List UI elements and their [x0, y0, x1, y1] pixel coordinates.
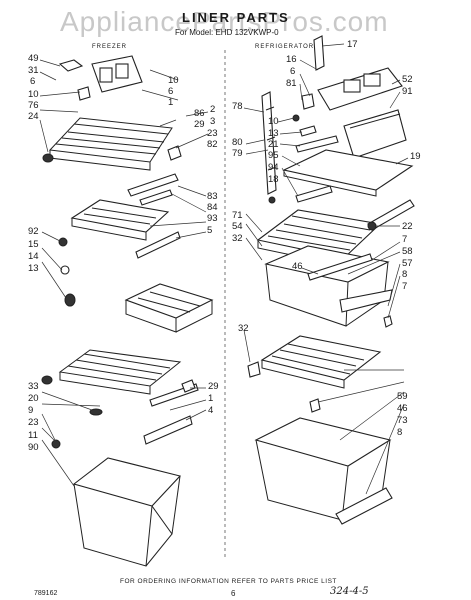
freezer-rail-lower	[143, 415, 193, 445]
callout-73: 73	[397, 415, 408, 426]
handwritten-note: 324-4-5	[330, 586, 369, 597]
freezer-basket	[72, 457, 182, 567]
dairy-bin-91	[343, 109, 407, 159]
freezer-rail-84	[139, 189, 173, 206]
callout-6: 6	[30, 76, 36, 87]
crisper-cover-lower	[260, 335, 382, 389]
freezer-wire-shelf-upper	[48, 117, 173, 171]
callout-17: 17	[347, 39, 358, 50]
callout-46-lower: 46	[397, 403, 408, 414]
callout-6-right: 6	[168, 86, 174, 97]
callout-81: 81	[286, 78, 297, 89]
freezer-rail-83	[127, 173, 179, 197]
callout-11: 11	[28, 430, 38, 441]
callout-29-lower: 29	[208, 381, 219, 392]
callout-23-lower: 23	[28, 417, 39, 428]
freezer-wire-shelf-lower	[58, 349, 182, 395]
knob-part	[58, 59, 84, 72]
freezer-ice-shelf	[70, 199, 170, 241]
callout-33: 33	[28, 381, 39, 392]
callout-90: 90	[28, 442, 39, 453]
callout-15: 15	[28, 239, 39, 250]
callout-32: 32	[232, 233, 243, 244]
callout-59: 59	[397, 391, 408, 402]
callout-84: 84	[207, 202, 218, 213]
callout-14: 14	[28, 251, 39, 262]
callout-16: 16	[286, 54, 297, 65]
callout-3: 3	[210, 116, 216, 127]
callout-78: 78	[232, 101, 243, 112]
callout-22: 22	[402, 221, 413, 232]
callout-31: 31	[28, 65, 39, 76]
callout-1-lower: 1	[208, 393, 214, 404]
ice-cube-tray	[124, 283, 214, 333]
callout-71: 71	[232, 210, 243, 221]
callout-52: 52	[402, 74, 413, 85]
callout-8-lower: 8	[397, 427, 403, 438]
bracket-left	[77, 86, 91, 101]
callout-20: 20	[28, 393, 39, 404]
diagram-title: LINER PARTS	[182, 10, 290, 25]
callout-13: 13	[28, 263, 39, 274]
callout-9: 9	[28, 405, 34, 416]
callout-82: 82	[207, 139, 218, 150]
callout-95: 95	[268, 150, 279, 161]
callout-80: 80	[232, 137, 243, 148]
callout-21: 21	[268, 139, 279, 150]
callout-49: 49	[28, 53, 39, 64]
callout-5: 5	[207, 225, 213, 236]
callout-23: 23	[207, 128, 218, 139]
freezer-section-label: FREEZER	[92, 44, 128, 50]
callout-8: 8	[402, 269, 408, 280]
callout-76: 76	[28, 100, 39, 111]
callout-54: 54	[232, 221, 243, 232]
callout-58: 58	[402, 246, 413, 257]
callout-6-ref: 6	[290, 66, 296, 77]
callout-94: 94	[268, 162, 279, 173]
watermark: AppliancePartsPros.com	[60, 6, 389, 37]
control-stem-17	[313, 35, 325, 71]
callout-19: 19	[410, 151, 421, 162]
callout-83: 83	[207, 191, 218, 202]
callout-79: 79	[232, 148, 243, 159]
callout-13-ref: 13	[268, 128, 279, 139]
callout-91: 91	[402, 86, 413, 97]
ordering-note: FOR ORDERING INFORMATION REFER TO PARTS …	[120, 578, 337, 585]
callout-18: 18	[268, 174, 279, 185]
callout-7-lower: 7	[402, 281, 408, 292]
callout-32-lower: 32	[238, 323, 249, 334]
callout-86: 86	[194, 108, 205, 119]
callout-10: 10	[28, 89, 39, 100]
callout-10-right: 10	[168, 75, 179, 86]
glass-shelf-19	[282, 149, 414, 197]
callout-7: 7	[402, 234, 408, 245]
callout-4: 4	[208, 405, 214, 416]
document-code: 789162	[34, 590, 58, 597]
callout-92: 92	[28, 226, 39, 237]
callout-93: 93	[207, 213, 218, 224]
drawer-front-8	[335, 487, 393, 525]
callout-1: 1	[168, 97, 174, 108]
foot-13	[64, 293, 76, 307]
callout-2: 2	[210, 104, 216, 115]
shelf-support-left	[42, 153, 54, 163]
page-number: 6	[231, 589, 236, 598]
callout-46: 46	[292, 261, 303, 272]
refrigerator-section-label: REFRIGERATOR	[255, 44, 315, 50]
callout-10-ref: 10	[268, 116, 279, 127]
diagram-subtitle: For Model: EHD 132VKWP-0	[175, 28, 279, 37]
callout-24: 24	[28, 111, 39, 122]
callout-29: 29	[194, 119, 205, 130]
freezer-rail-5	[135, 231, 181, 259]
callout-57: 57	[402, 258, 413, 269]
